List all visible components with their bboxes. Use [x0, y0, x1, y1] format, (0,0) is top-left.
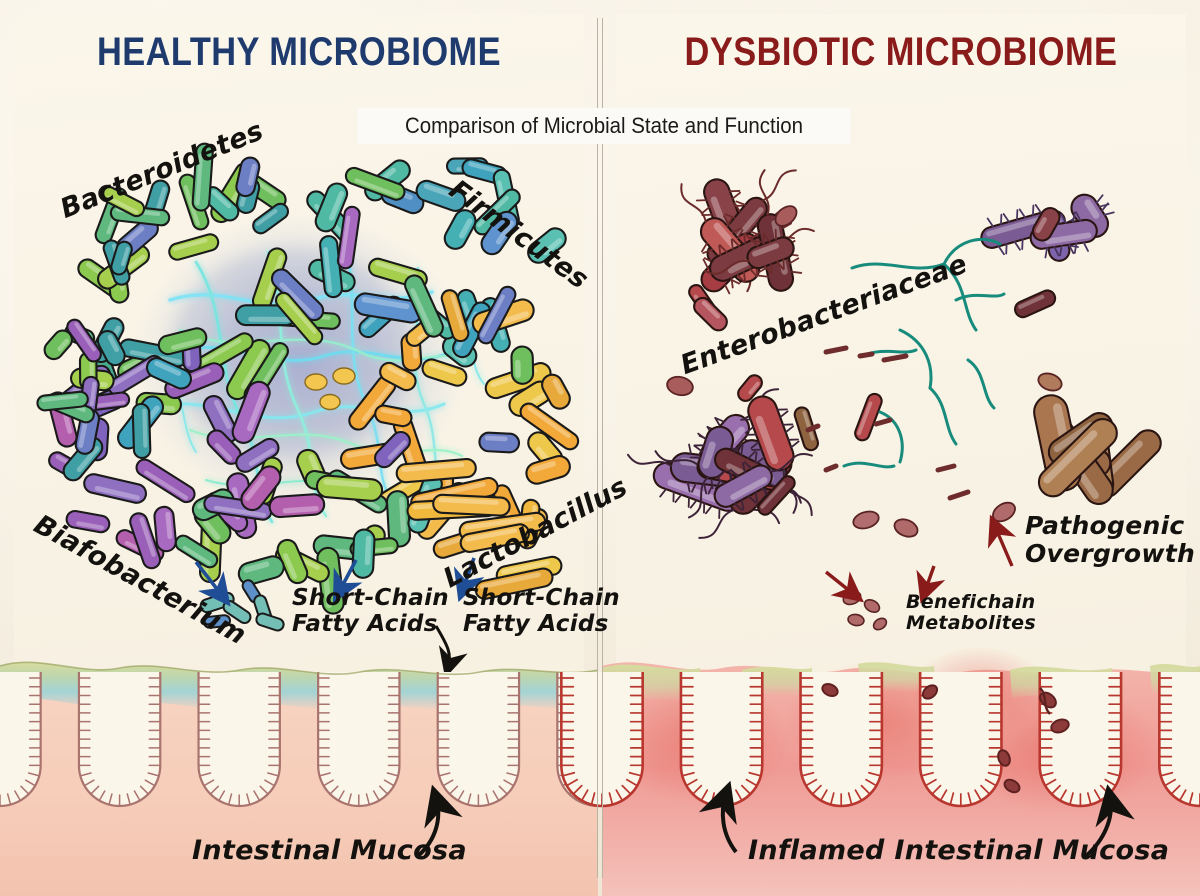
panel-divider [597, 18, 603, 878]
subtitle-banner: Comparison of Microbial State and Functi… [357, 108, 851, 144]
page-title-healthy: HEALTHY MICROBIOME [97, 30, 501, 74]
page-title-dysbiotic: DYSBIOTIC MICROBIOME [684, 30, 1118, 74]
